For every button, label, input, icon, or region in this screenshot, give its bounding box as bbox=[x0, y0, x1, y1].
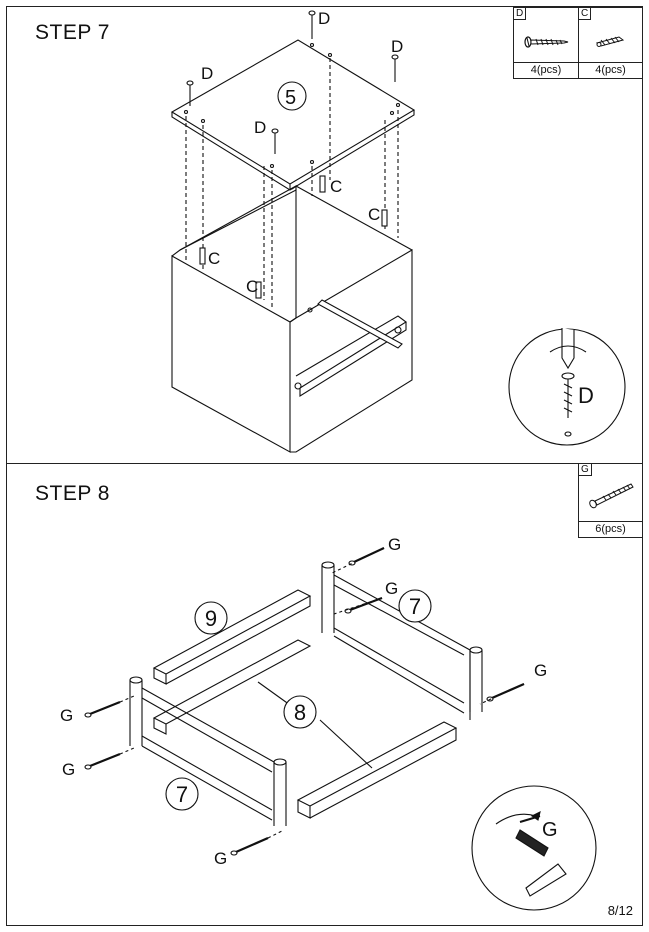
top-panel-5 bbox=[170, 39, 416, 191]
frame-7-badge-left bbox=[165, 777, 199, 811]
part-c-cell: C 4(pcs) bbox=[579, 8, 642, 78]
screw-d-label: D bbox=[391, 37, 403, 56]
page-number: 8/12 bbox=[607, 903, 633, 918]
part-c-code: C bbox=[579, 8, 592, 20]
panel-number-label: 5 bbox=[285, 87, 296, 109]
bolt-g-label: G bbox=[60, 706, 73, 725]
rail-9-number: 9 bbox=[205, 606, 217, 631]
part-d-cell: D 4(pcs) bbox=[514, 8, 579, 78]
rail-9-badge bbox=[194, 601, 228, 635]
dowel-c-label: C bbox=[246, 277, 258, 296]
bolts-g bbox=[84, 547, 525, 856]
part-c-qty: 4(pcs) bbox=[579, 62, 642, 78]
bolt-icon bbox=[589, 483, 634, 509]
screws-d bbox=[186, 10, 399, 154]
dowel-icon bbox=[595, 36, 625, 47]
rail-8-number: 8 bbox=[294, 700, 306, 725]
screw-d-label: D bbox=[201, 64, 213, 83]
part-g-code: G bbox=[579, 464, 592, 476]
part-g-cell: G 6(pcs) bbox=[579, 464, 642, 537]
bolt-guides bbox=[119, 547, 525, 839]
frame-7-number: 7 bbox=[176, 782, 188, 807]
step-8-parts-box: G 6(pcs) bbox=[578, 463, 643, 538]
step-7-title: STEP 7 bbox=[35, 21, 110, 44]
part-d-code: D bbox=[514, 8, 527, 20]
bolt-g-label: G bbox=[214, 849, 227, 868]
screw-d-label: D bbox=[318, 9, 330, 28]
dowel-c-label: C bbox=[208, 249, 220, 268]
step-8-title: STEP 8 bbox=[35, 482, 110, 505]
part-g-qty: 6(pcs) bbox=[579, 521, 642, 537]
dowel-c-label: C bbox=[368, 205, 380, 224]
bolt-g-label: G bbox=[388, 535, 401, 554]
dowel-c-label: C bbox=[330, 177, 342, 196]
detail-g-label: G bbox=[542, 819, 558, 841]
step-7-parts-box: D 4(pcs) C 4(pcs) bbox=[513, 7, 643, 79]
rail-8-badge bbox=[283, 695, 317, 729]
cabinet-carcass bbox=[171, 184, 413, 453]
frame-7-badge-right bbox=[398, 589, 432, 623]
panel-5-badge bbox=[277, 81, 307, 111]
step-divider bbox=[6, 463, 643, 464]
bolt-g-label: G bbox=[62, 760, 75, 779]
dowels-c bbox=[199, 175, 388, 299]
bolt-g-label: G bbox=[534, 661, 547, 680]
detail-d-label: D bbox=[578, 383, 594, 408]
frame-7-number: 7 bbox=[409, 594, 421, 619]
screw-d-label: D bbox=[254, 118, 266, 137]
bolt-g-label: G bbox=[385, 579, 398, 598]
part-d-qty: 4(pcs) bbox=[514, 62, 578, 78]
screw-icon bbox=[524, 36, 569, 48]
table-frame bbox=[129, 561, 483, 826]
